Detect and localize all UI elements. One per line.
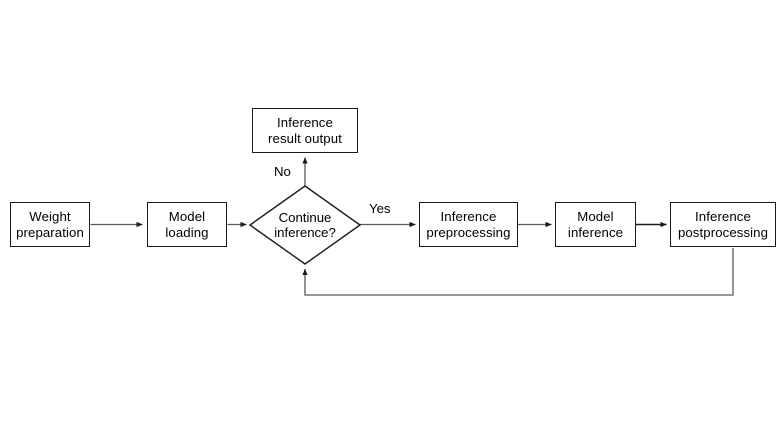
node-inference-postprocessing[interactable]: Inference postprocessing [670, 202, 776, 247]
node-weight-preparation[interactable]: Weight preparation [10, 202, 90, 247]
node-continue-inference[interactable]: Continue inference? [252, 203, 358, 247]
decision-diamond-shape [248, 185, 362, 265]
node-continue-inference-label: Continue inference? [274, 209, 336, 241]
node-inference-preprocessing[interactable]: Inference preprocessing [419, 202, 518, 247]
node-inference-result-output[interactable]: Inference result output [252, 108, 358, 153]
edge-label-no: No [274, 164, 291, 179]
edge-label-yes: Yes [369, 201, 391, 216]
node-inference-preprocessing-label: Inference preprocessing [426, 209, 511, 240]
node-model-inference-label: Model inference [567, 209, 624, 240]
edge-postprocessing-feedback-to-decision [302, 248, 734, 296]
node-weight-preparation-label: Weight preparation [16, 209, 84, 240]
node-model-loading[interactable]: Model loading [147, 202, 227, 247]
node-model-loading-label: Model loading [165, 209, 209, 240]
node-inference-result-output-label: Inference result output [268, 115, 342, 146]
node-inference-postprocessing-label: Inference postprocessing [677, 209, 769, 240]
edge-label-yes-text: Yes [369, 201, 391, 216]
node-model-inference[interactable]: Model inference [555, 202, 636, 247]
edge-label-no-text: No [274, 164, 291, 179]
